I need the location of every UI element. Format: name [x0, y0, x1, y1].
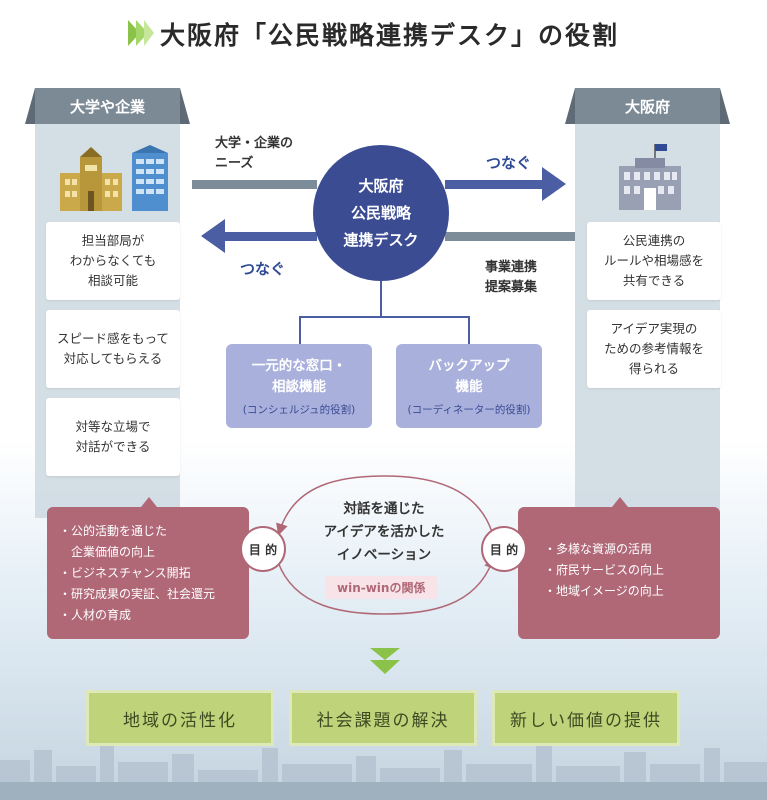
- right-card-1: 公民連携の ルールや相場感を 共有できる: [587, 222, 721, 300]
- university-building-icon: [60, 145, 168, 211]
- top-flow-label: 大学・企業の ニーズ: [215, 136, 294, 171]
- result-new-value: 新しい価値の提供: [492, 690, 680, 746]
- tree-trunk: [380, 281, 382, 317]
- cycle-arrows: [276, 475, 496, 615]
- title-mark-icon: [128, 20, 154, 46]
- bottom-flow-bar-gray: [445, 232, 575, 241]
- left-column-header: 大学や企業: [25, 88, 190, 124]
- left-card-3: 対等な立場で 対話ができる: [46, 398, 180, 476]
- winwin-badge: win-winの関係: [325, 576, 438, 599]
- city-skyline-image: [0, 744, 767, 800]
- bottom-flow-label: 事業連携 提案募集: [485, 260, 538, 295]
- result-social-issues: 社会課題の解決: [289, 690, 477, 746]
- function-box-consultation: 一元的な窓口・ 相談機能 (コンシェルジュ的役割): [226, 344, 372, 428]
- right-purpose-box: 多様な資源の活用 府民サービスの向上 地域イメージの向上: [518, 507, 720, 639]
- top-flow-bar-gray: [192, 180, 317, 189]
- left-card-1: 担当部局が わからなくても 相談可能: [46, 222, 180, 300]
- result-regional-revitalization: 地域の活性化: [86, 690, 274, 746]
- down-chevron-icon: [370, 648, 400, 674]
- left-card-2: スピード感をもって 対応してもらえる: [46, 310, 180, 388]
- tree-right-drop: [468, 316, 470, 344]
- top-flow-bar-blue: [445, 180, 545, 189]
- bottom-flow-arrowhead: [201, 219, 225, 253]
- tree-left-drop: [299, 316, 301, 344]
- left-purpose-notch: [141, 497, 157, 507]
- right-card-2: アイデア実現の ための参考情報を 得られる: [587, 310, 721, 388]
- right-column-header: 大阪府: [565, 88, 730, 124]
- left-purpose-box: 公的活動を通じた 企業価値の向上 ビジネスチャンス開拓 研究成果の実証、社会還元…: [47, 507, 249, 639]
- top-flow-arrowhead: [542, 167, 566, 201]
- right-purpose-notch: [612, 497, 628, 507]
- hub-circle: 大阪府 公民戦略 連携デスク: [313, 145, 449, 281]
- function-box-backup: バックアップ 機能 (コーディネーター的役割): [396, 344, 542, 428]
- top-connect-label: つなぐ: [486, 154, 532, 172]
- left-purpose-badge: 目 的: [240, 526, 286, 572]
- bottom-flow-bar-blue: [225, 232, 317, 241]
- tree-branch: [299, 316, 469, 318]
- page-title: 大阪府「公民戦略連携デスク」の役割: [160, 21, 620, 50]
- government-building-icon: [619, 144, 681, 210]
- dialog-text: 対話を通じた アイデアを活かした イノベーション: [323, 501, 445, 563]
- bottom-connect-label: つなぐ: [240, 260, 286, 278]
- right-purpose-badge: 目 的: [481, 526, 527, 572]
